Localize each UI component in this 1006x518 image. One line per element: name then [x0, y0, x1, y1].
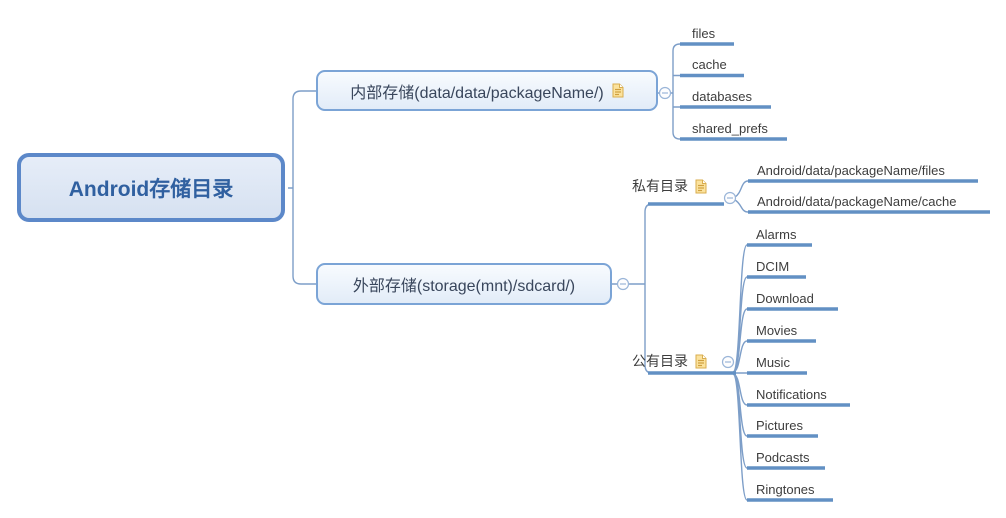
collapse-minus-icon[interactable] — [616, 277, 630, 291]
root-bracket-connector — [288, 90, 316, 285]
topic-public-dir[interactable]: 公有目录 — [632, 352, 707, 370]
topic-private-dir-label: 私有目录 — [632, 178, 688, 194]
topic-podcasts[interactable]: Podcasts — [756, 450, 810, 465]
topic-files[interactable]: files — [692, 26, 716, 41]
topic-underlines — [648, 42, 990, 502]
topic-download[interactable]: Download — [756, 291, 814, 306]
topic-alarms[interactable]: Alarms — [756, 227, 797, 242]
topic-shared-prefs[interactable]: shared_prefs — [692, 121, 768, 136]
topic-pictures[interactable]: Pictures — [756, 418, 803, 433]
note-icon[interactable] — [695, 179, 707, 194]
topic-private-files-path[interactable]: Android/data/packageName/files — [757, 163, 945, 178]
topic-root-label: Android存储目录 — [68, 177, 234, 201]
topic-internal-storage[interactable]: 内部存储(data/data/packageName/) — [316, 70, 658, 111]
note-icon[interactable] — [695, 354, 707, 369]
topic-cache[interactable]: cache — [692, 57, 727, 72]
topic-root[interactable]: Android存储目录 — [17, 153, 285, 222]
collapse-controls — [616, 86, 737, 369]
topic-dcim[interactable]: DCIM — [756, 259, 790, 274]
topic-public-dir-label: 公有目录 — [632, 353, 688, 369]
topic-databases[interactable]: databases — [692, 89, 752, 104]
public-children-fan — [732, 244, 748, 501]
topic-internal-storage-label: 内部存储(data/data/packageName/) — [350, 84, 604, 102]
external-children-bracket — [612, 203, 653, 374]
topic-private-dir[interactable]: 私有目录 — [632, 177, 707, 195]
topic-private-cache-path[interactable]: Android/data/packageName/cache — [757, 194, 957, 209]
private-children-fan — [734, 180, 749, 213]
topic-external-storage[interactable]: 外部存储(storage(mnt)/sdcard/) — [316, 263, 612, 305]
collapse-minus-icon[interactable] — [723, 191, 737, 205]
collapse-minus-icon[interactable] — [658, 86, 672, 100]
topic-notifications[interactable]: Notifications — [756, 387, 827, 402]
topic-movies[interactable]: Movies — [756, 323, 798, 338]
topic-ringtones[interactable]: Ringtones — [756, 482, 815, 497]
topic-music[interactable]: Music — [756, 355, 790, 370]
collapse-minus-icon[interactable] — [721, 355, 735, 369]
topic-external-storage-label: 外部存储(storage(mnt)/sdcard/) — [352, 278, 576, 295]
note-icon[interactable] — [612, 83, 624, 98]
